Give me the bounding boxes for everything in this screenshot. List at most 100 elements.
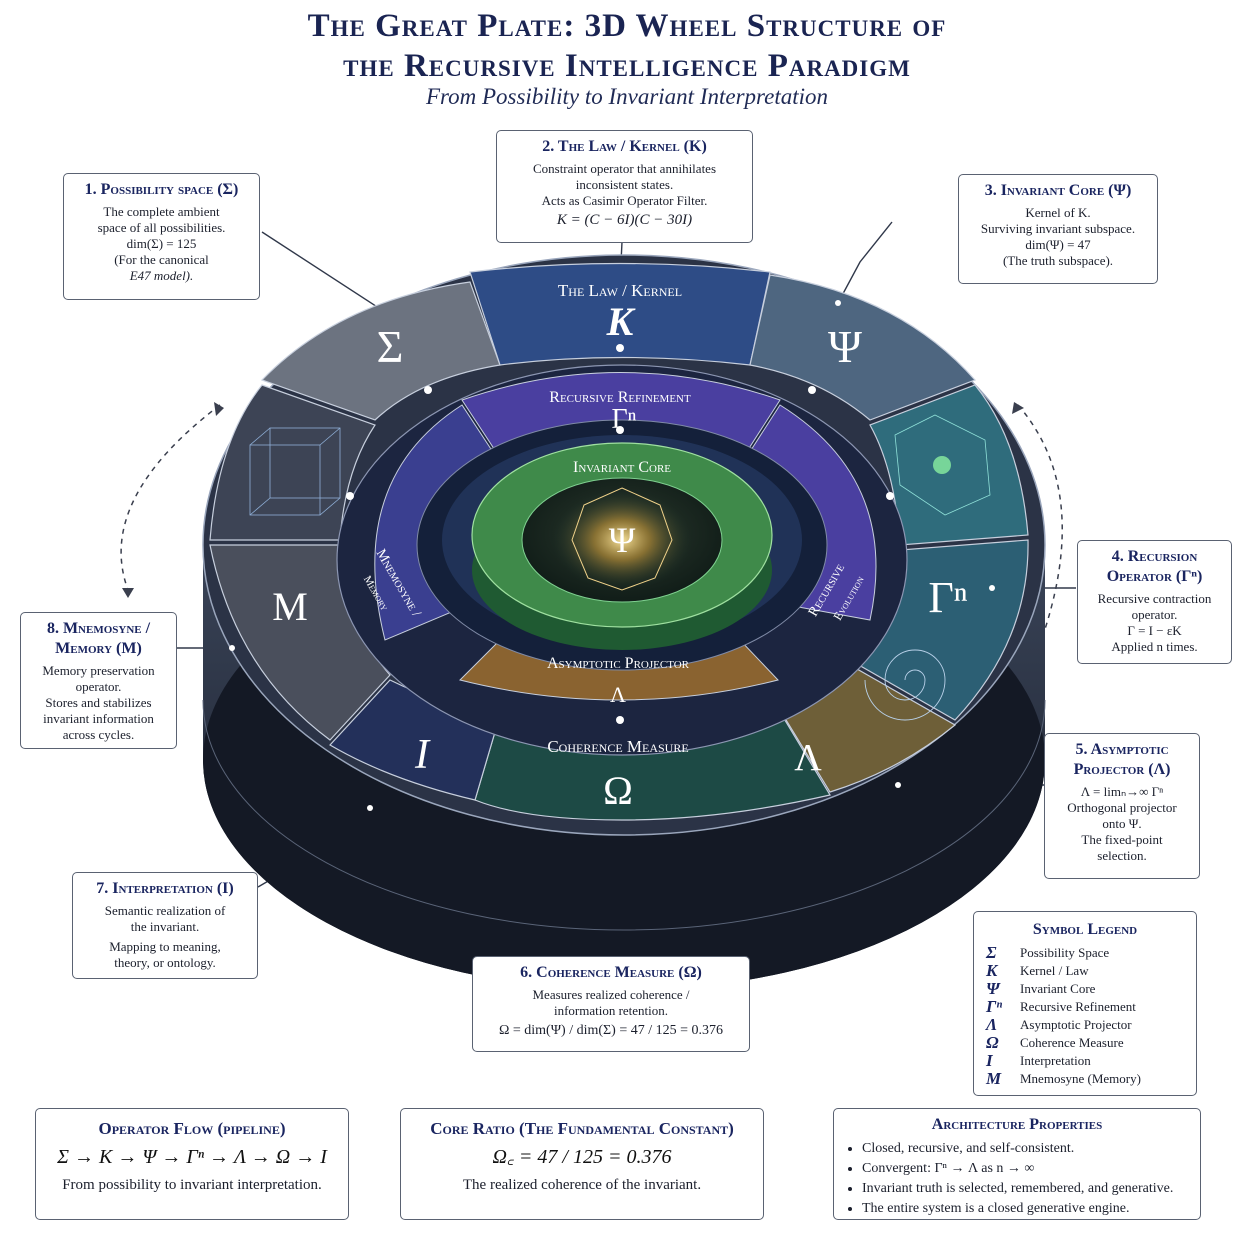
- core-glow: [552, 490, 692, 590]
- box-formula: Ω = dim(Ψ) / dim(Σ) = 47 / 125 = 0.376: [498, 1023, 724, 1038]
- box-line: The complete ambient: [103, 204, 220, 219]
- legend-title: Symbol Legend: [1032, 921, 1138, 938]
- box-line: Memory preservation: [42, 663, 155, 678]
- symbol-core: Ψ: [609, 520, 636, 560]
- architecture-properties-box: Architecture Properties Closed, recursiv…: [833, 1108, 1201, 1220]
- box-mnemosyne-memory: 8. Mnemosyne / Memory (M) Memory preserv…: [20, 612, 177, 749]
- box-title-1: 5. Asymptotic: [1075, 741, 1169, 758]
- legend-text: Invariant Core: [1020, 981, 1096, 996]
- legend-row: Ω Coherence Measure: [986, 1034, 1184, 1052]
- box-title: 3. Invariant Core (Ψ): [984, 182, 1132, 199]
- legend-row: Λ Asymptotic Projector: [986, 1016, 1184, 1034]
- box-line: dim(Ψ) = 47: [1025, 237, 1091, 252]
- box-line: Recursive contraction: [1097, 591, 1212, 606]
- operator-flow-box: Operator Flow (pipeline) Σ → K → Ψ → Γⁿ …: [35, 1108, 349, 1220]
- legend-row: M Mnemosyne (Memory): [986, 1070, 1184, 1088]
- legend-text: Coherence Measure: [1020, 1035, 1124, 1050]
- page-subtitle: From Possibility to Invariant Interpreta…: [425, 84, 829, 109]
- props-item: Convergent: Γⁿ → Λ as n → ∞: [862, 1159, 1188, 1179]
- legend-text: Interpretation: [1020, 1053, 1091, 1068]
- core-ratio-box: Core Ratio (The Fundamental Constant) Ω꜀…: [400, 1108, 764, 1220]
- legend-row: I Interpretation: [986, 1052, 1184, 1070]
- legend-symbol: Ω: [986, 1033, 999, 1052]
- box-title-1: 8. Mnemosyne /: [46, 620, 151, 637]
- symbol-gamma: Γⁿ: [928, 573, 967, 622]
- box-title: 6. Coherence Measure (Ω): [520, 964, 702, 981]
- box-title: 7. Interpretation (I): [96, 880, 234, 897]
- legend-text: Mnemosyne (Memory): [1020, 1071, 1141, 1086]
- box-title: 1. Possibility space (Σ): [84, 181, 239, 198]
- box-asymptotic-projector: 5. Asymptotic Projector (Λ) Λ = limₙ→∞ Γ…: [1044, 733, 1200, 879]
- symbol-psi: Ψ: [828, 321, 862, 372]
- box-line: the invariant.: [130, 919, 200, 934]
- box-law-kernel: 2. The Law / Kernel (K) Constraint opera…: [496, 130, 753, 243]
- box-line: space of all possibilities.: [97, 220, 226, 235]
- box-line: Orthogonal projector: [1067, 800, 1177, 815]
- symbol-lambda: Λ: [794, 737, 822, 779]
- segment-cube-left: [209, 384, 376, 541]
- box-line: onto Ψ.: [1102, 816, 1142, 831]
- box-title-2: Operator (Γⁿ): [1106, 568, 1203, 585]
- box-line: Γ = I − εK: [1127, 623, 1182, 638]
- title-line-2: the Recursive Intelligence Paradigm: [343, 48, 911, 84]
- legend-text: Kernel / Law: [1020, 963, 1089, 978]
- segment-kernel: [469, 262, 771, 366]
- props-item: Invariant truth is selected, remembered,…: [862, 1179, 1188, 1199]
- box-invariant-core: 3. Invariant Core (Ψ) Kernel of K. Survi…: [958, 174, 1158, 284]
- cycle-arrow-right: [1017, 404, 1063, 671]
- ratio-note: The realized coherence of the invariant.: [462, 1177, 702, 1193]
- segment-psi: [749, 274, 977, 421]
- symbol-interp: I: [414, 732, 431, 778]
- symbol-projector: Λ: [610, 682, 626, 707]
- flow-formula: Σ → K → Ψ → Γⁿ → Λ → Ω → I: [57, 1146, 327, 1168]
- box-line: Acts as Casimir Operator Filter.: [541, 193, 708, 208]
- box-coherence-measure: 6. Coherence Measure (Ω) Measures realiz…: [472, 956, 750, 1052]
- box-title-2: Memory (M): [55, 640, 142, 657]
- spiral-icon: [864, 649, 946, 721]
- box-line: Constraint operator that annihilates: [532, 161, 717, 176]
- flow-title: Operator Flow (pipeline): [98, 1119, 286, 1138]
- box-line: dim(Σ) = 125: [126, 236, 197, 251]
- box-formula: K = (C − 6I)(C − 30I): [556, 212, 693, 228]
- legend-symbol: Σ: [986, 943, 997, 962]
- symbol-kernel: K: [606, 299, 636, 344]
- box-title: 2. The Law / Kernel (K): [542, 138, 707, 155]
- flow-note: From possibility to invariant interpreta…: [62, 1177, 322, 1193]
- box-line: invariant information: [43, 711, 154, 726]
- box-line: Applied n times.: [1111, 639, 1198, 654]
- box-title-2: Projector (Λ): [1073, 761, 1171, 778]
- legend-text: Recursive Refinement: [1020, 999, 1136, 1014]
- box-line: Surviving invariant subspace.: [980, 221, 1136, 236]
- props-list: Closed, recursive, and self-consistent. …: [846, 1139, 1188, 1219]
- box-line: Kernel of K.: [1025, 205, 1091, 220]
- box-recursion-operator: 4. Recursion Operator (Γⁿ) Recursive con…: [1077, 540, 1232, 664]
- ratio-title: Core Ratio (The Fundamental Constant): [430, 1119, 734, 1138]
- box-line: E47 model).: [129, 268, 194, 283]
- legend-symbol: I: [986, 1051, 993, 1070]
- box-line: (For the canonical: [114, 252, 209, 267]
- side-band-line: [202, 699, 1046, 931]
- legend-text: Asymptotic Projector: [1020, 1017, 1132, 1032]
- box-line: Measures realized coherence /: [532, 987, 690, 1002]
- lattice-cube-icon: [249, 427, 341, 516]
- legend-symbol: M: [986, 1069, 1002, 1088]
- label-kernel: The Law / Kernel: [558, 281, 682, 300]
- label-core: Invariant Core: [573, 459, 671, 476]
- box-interpretation: 7. Interpretation (I) Semantic realizati…: [72, 872, 258, 979]
- label-projector: Asymptotic Projector: [547, 655, 690, 672]
- legend-row: Γⁿ Recursive Refinement: [986, 998, 1184, 1016]
- symbol-omega: Ω: [603, 768, 633, 813]
- label-refinement: Recursive Refinement: [549, 389, 691, 406]
- props-item: The entire system is a closed generative…: [862, 1199, 1188, 1219]
- box-possibility-space: 1. Possibility space (Σ) The complete am…: [63, 173, 260, 300]
- legend-symbol: Ψ: [986, 979, 1000, 998]
- symbol-sigma: Σ: [377, 321, 404, 372]
- legend-symbol: Γⁿ: [986, 997, 1003, 1016]
- box-title-1: 4. Recursion: [1111, 548, 1198, 565]
- legend-symbol: Λ: [986, 1015, 998, 1034]
- page-title: The Great Plate: 3D Wheel Structure of t…: [0, 6, 1254, 86]
- segment-sigma: [260, 281, 501, 421]
